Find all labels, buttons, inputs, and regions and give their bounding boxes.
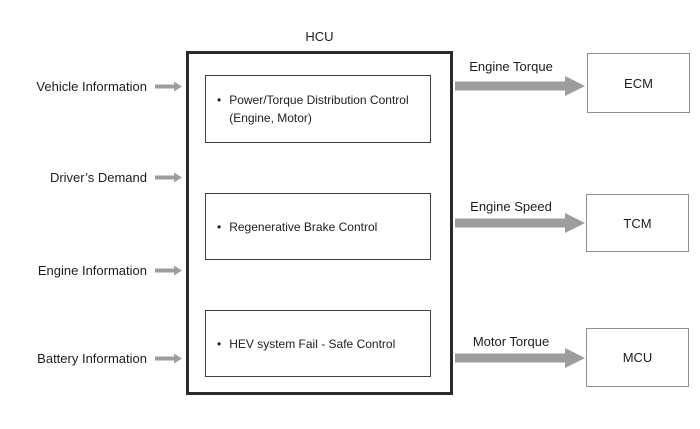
target-label: ECM bbox=[624, 75, 653, 91]
input-label: Vehicle Information bbox=[36, 78, 147, 94]
target-box-ecm: ECM bbox=[587, 53, 690, 113]
bullet-icon: • bbox=[217, 93, 222, 107]
function-label: HEV system Fail - Safe Control bbox=[229, 336, 396, 351]
input-row-battery-information: Battery Information bbox=[0, 348, 182, 368]
input-row-drivers-demand: Driver’s Demand bbox=[0, 167, 182, 187]
target-box-tcm: TCM bbox=[586, 194, 689, 252]
function-label-line2: (Engine, Motor) bbox=[229, 111, 312, 125]
input-label: Driver’s Demand bbox=[49, 169, 147, 185]
output-signal-engine-speed: Engine Speed bbox=[470, 199, 552, 214]
target-box-mcu: MCU bbox=[586, 328, 689, 387]
arrow-right-icon bbox=[155, 353, 182, 363]
output-signal-motor-torque: Motor Torque bbox=[472, 334, 550, 349]
bullet-icon: • bbox=[217, 336, 222, 351]
function-label-line1: Power/Torque Distribution Control bbox=[229, 93, 409, 107]
arrow-right-icon bbox=[455, 348, 585, 368]
arrow-right-icon bbox=[455, 213, 585, 233]
bullet-icon: • bbox=[217, 219, 222, 234]
function-box-regenerative-brake: • Regenerative Brake Control bbox=[205, 193, 431, 260]
output-signal-engine-torque: Engine Torque bbox=[469, 59, 553, 74]
arrow-right-icon bbox=[155, 81, 182, 91]
input-row-vehicle-information: Vehicle Information bbox=[0, 76, 182, 96]
function-box-power-torque: • Power/Torque Distribution Control (Eng… bbox=[205, 75, 431, 143]
function-box-fail-safe: • HEV system Fail - Safe Control bbox=[205, 310, 431, 377]
hcu-title: HCU bbox=[305, 29, 334, 44]
target-label: TCM bbox=[623, 215, 652, 231]
arrow-right-icon bbox=[155, 265, 182, 275]
function-label: Regenerative Brake Control bbox=[229, 219, 378, 234]
arrow-right-icon bbox=[455, 76, 585, 96]
input-row-engine-information: Engine Information bbox=[0, 260, 182, 280]
target-label: MCU bbox=[622, 350, 653, 365]
input-label: Battery Information bbox=[37, 350, 147, 366]
input-label: Engine Information bbox=[37, 262, 147, 278]
arrow-right-icon bbox=[155, 172, 182, 182]
